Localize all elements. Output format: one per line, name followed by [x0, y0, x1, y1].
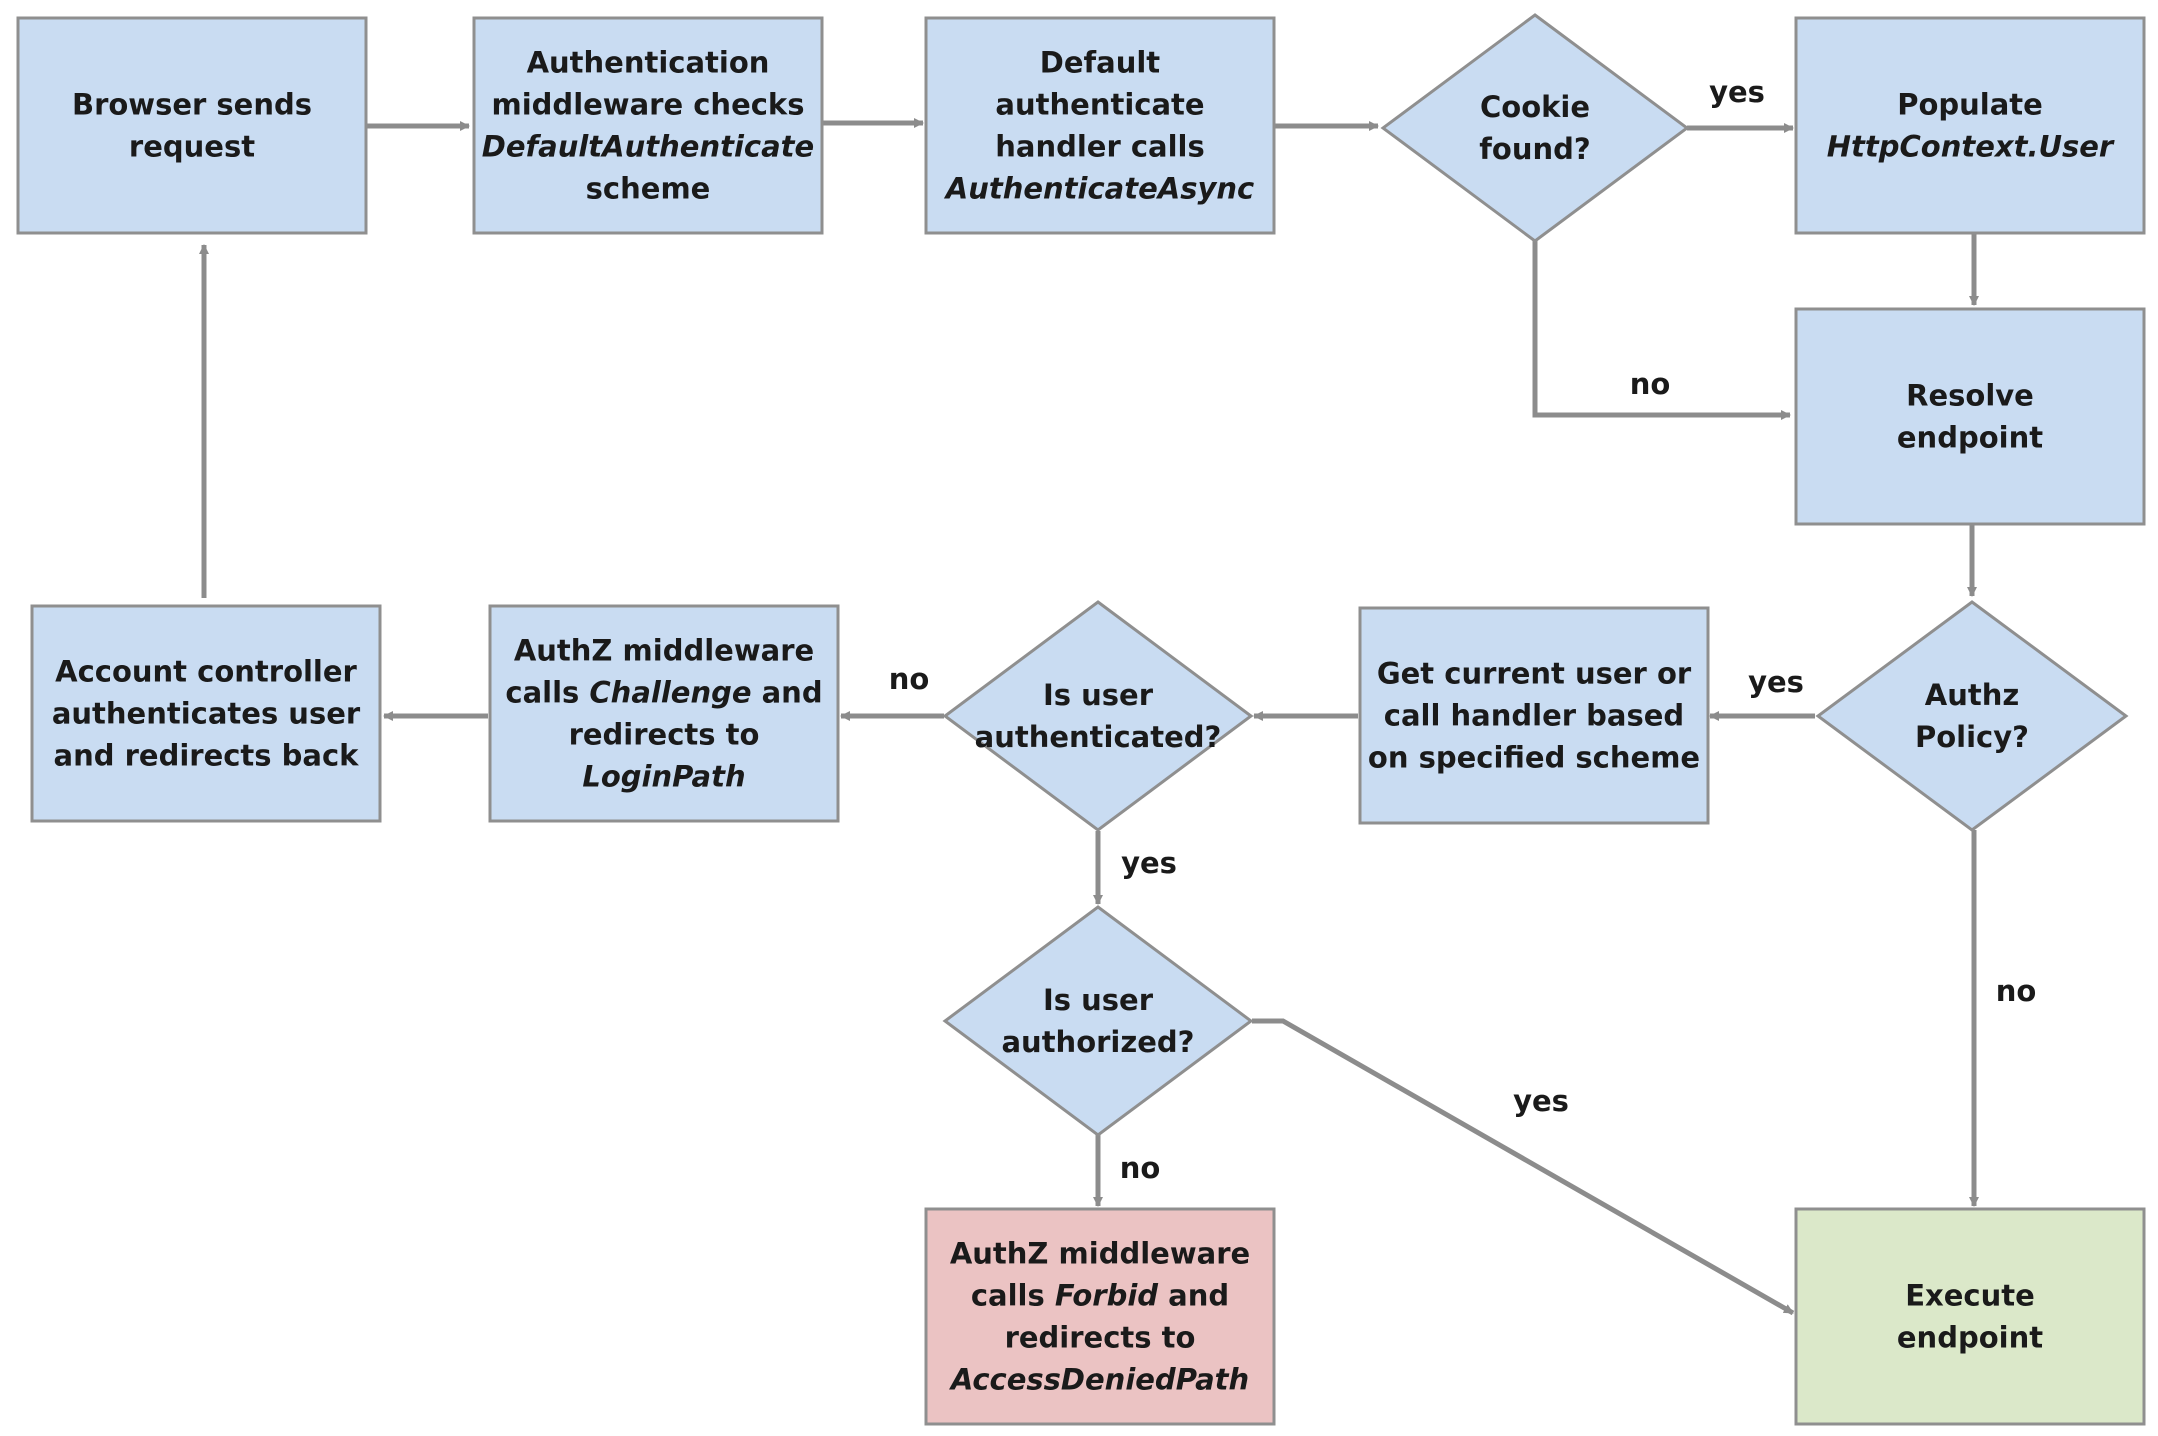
edge-authorized-yes-to-execute: [1252, 1018, 1795, 1316]
populate-httpcontext-user-box: [1794, 16, 2146, 235]
execute-endpoint-box: [1794, 1207, 2146, 1426]
get-current-user-box: [1358, 606, 1710, 825]
authorized-yes-label: yes: [1513, 1084, 1569, 1118]
browser-sends-request-box: [16, 16, 368, 235]
cookie-yes-label: yes: [1709, 75, 1765, 109]
default-authenticate-handler-box: [924, 16, 1276, 235]
policy-yes-label: yes: [1748, 665, 1804, 699]
account-controller-authenticates-box: [30, 604, 382, 823]
authz-middleware-challenge-box: [488, 604, 840, 823]
cookie-no-label: no: [1630, 367, 1671, 401]
authz-middleware-forbid-box: [924, 1207, 1276, 1426]
authenticated-no-label: no: [889, 662, 930, 696]
is-user-authenticated-decision-diamond: [942, 600, 1254, 832]
edge-cookie-no-to-resolve: [1532, 240, 1791, 420]
authn-middleware-checks-box: [472, 16, 824, 235]
policy-no-label: no: [1996, 974, 2037, 1008]
is-user-authorized-decision-diamond: [942, 905, 1254, 1137]
resolve-endpoint-box: [1794, 307, 2146, 526]
authz-policy-decision-diamond: [1815, 600, 2129, 832]
authenticated-yes-label: yes: [1121, 846, 1177, 880]
authorized-no-label: no: [1120, 1151, 1161, 1185]
cookie-found-decision-diamond: [1380, 13, 1690, 243]
